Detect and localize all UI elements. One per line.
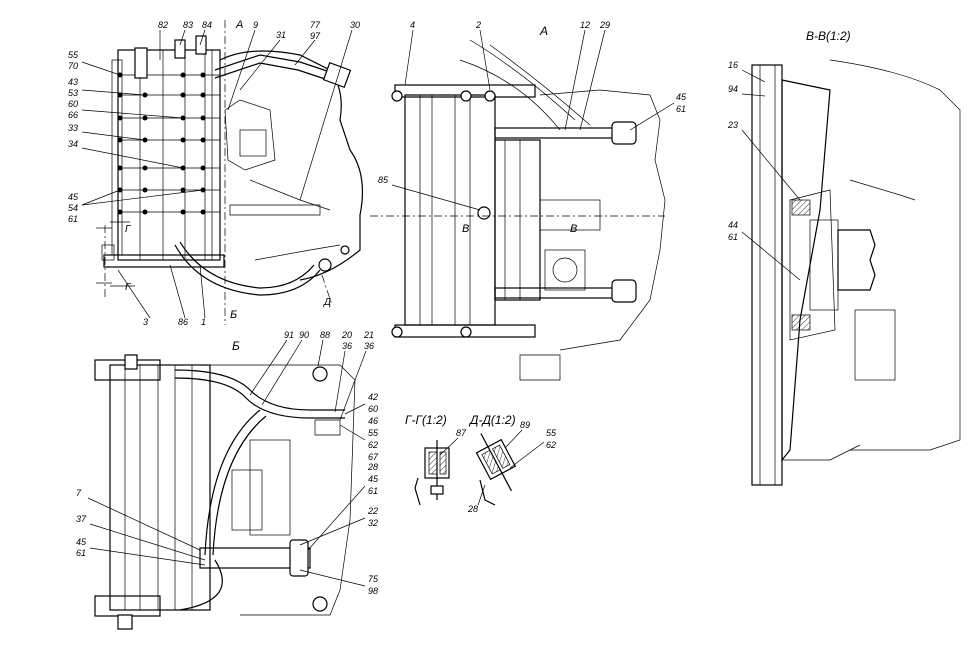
- label-46: 46: [368, 416, 378, 426]
- label-83: 83: [183, 20, 193, 30]
- marker-b-main: Б: [230, 309, 237, 321]
- label-61-b2: 61: [76, 548, 86, 558]
- label-21: 21: [363, 330, 374, 340]
- label-88: 88: [320, 330, 330, 340]
- label-33: 33: [68, 123, 78, 133]
- label-9: 9: [253, 20, 258, 30]
- label-43: 43: [68, 77, 78, 87]
- label-60-b: 60: [368, 404, 378, 414]
- section-vv-title: В-В(1:2): [806, 29, 851, 43]
- marker-v-2: В: [570, 223, 577, 235]
- label-75: 75: [368, 574, 379, 584]
- label-20: 20: [341, 330, 352, 340]
- label-91: 91: [284, 330, 294, 340]
- label-34: 34: [68, 139, 78, 149]
- section-vv-labels: В-В(1:2) 16 94 23 44 61: [727, 29, 851, 281]
- label-37: 37: [76, 514, 87, 524]
- label-36-1: 36: [342, 341, 352, 351]
- label-89: 89: [520, 420, 530, 430]
- label-86: 86: [178, 317, 188, 327]
- section-gg-labels: Г-Г(1:2) 87: [405, 413, 467, 456]
- label-3: 3: [143, 317, 148, 327]
- label-67: 67: [368, 452, 379, 462]
- label-28-b: 28: [367, 462, 378, 472]
- label-84: 84: [202, 20, 212, 30]
- label-61-vv: 61: [728, 232, 738, 242]
- marker-v-1: В: [462, 223, 469, 235]
- label-12: 12: [580, 20, 590, 30]
- label-36-2: 36: [364, 341, 374, 351]
- label-7: 7: [76, 488, 82, 498]
- section-dd: [475, 433, 517, 506]
- marker-a-main: А: [235, 19, 243, 31]
- label-61-a: 61: [676, 104, 686, 114]
- section-gg-title: Г-Г(1:2): [405, 413, 447, 427]
- label-94: 94: [728, 84, 738, 94]
- label-22: 22: [367, 506, 378, 516]
- label-90: 90: [299, 330, 309, 340]
- label-61: 61: [68, 214, 78, 224]
- marker-d: Д: [323, 297, 331, 308]
- section-dd-title: Д-Д(1:2): [468, 413, 516, 427]
- label-28-dd: 28: [467, 504, 478, 514]
- label-23: 23: [727, 120, 738, 130]
- label-4: 4: [410, 20, 415, 30]
- view-a-labels: А 4 2 12 29 45 61 85 В В: [378, 20, 687, 235]
- label-45-a: 45: [676, 92, 687, 102]
- label-45-b: 45: [368, 474, 379, 484]
- section-dd-labels: Д-Д(1:2) 89 55 62 28: [467, 413, 557, 514]
- label-55-b: 55: [368, 428, 379, 438]
- label-66: 66: [68, 110, 78, 120]
- label-29: 29: [599, 20, 610, 30]
- label-98: 98: [368, 586, 378, 596]
- view-b: [94, 354, 356, 630]
- label-16: 16: [728, 60, 738, 70]
- label-70: 70: [68, 61, 78, 71]
- label-55: 55: [68, 50, 79, 60]
- label-85: 85: [378, 175, 389, 185]
- label-60: 60: [68, 99, 78, 109]
- label-55-dd: 55: [546, 428, 557, 438]
- label-1: 1: [201, 317, 206, 327]
- section-gg: [414, 440, 450, 506]
- marker-g-1: Г: [125, 224, 132, 235]
- label-53: 53: [68, 88, 78, 98]
- main-view-labels: 55 70 43 53 60 66 33 34 45 54 61 3 86 1 …: [68, 19, 360, 327]
- view-b-labels: Б 91 90 88 20 36 21 36 42 60 46 55 62 67…: [76, 330, 379, 596]
- label-2: 2: [475, 20, 481, 30]
- label-97: 97: [310, 31, 321, 41]
- marker-g-2: Г: [125, 282, 132, 293]
- section-vv: [751, 59, 961, 486]
- label-77: 77: [310, 20, 321, 30]
- label-42: 42: [368, 392, 378, 402]
- view-a-title: А: [539, 24, 548, 38]
- label-54: 54: [68, 203, 78, 213]
- label-62-dd: 62: [546, 440, 556, 450]
- label-61-b: 61: [368, 486, 378, 496]
- label-30: 30: [350, 20, 360, 30]
- label-62: 62: [368, 440, 378, 450]
- label-31: 31: [276, 30, 286, 40]
- main-view: [96, 20, 364, 325]
- label-32: 32: [368, 518, 378, 528]
- label-87: 87: [456, 428, 467, 438]
- view-b-title: Б: [232, 339, 240, 353]
- view-a: [370, 39, 666, 381]
- label-45: 45: [68, 192, 79, 202]
- label-44: 44: [728, 220, 738, 230]
- label-82: 82: [158, 20, 168, 30]
- label-45-b2: 45: [76, 537, 87, 547]
